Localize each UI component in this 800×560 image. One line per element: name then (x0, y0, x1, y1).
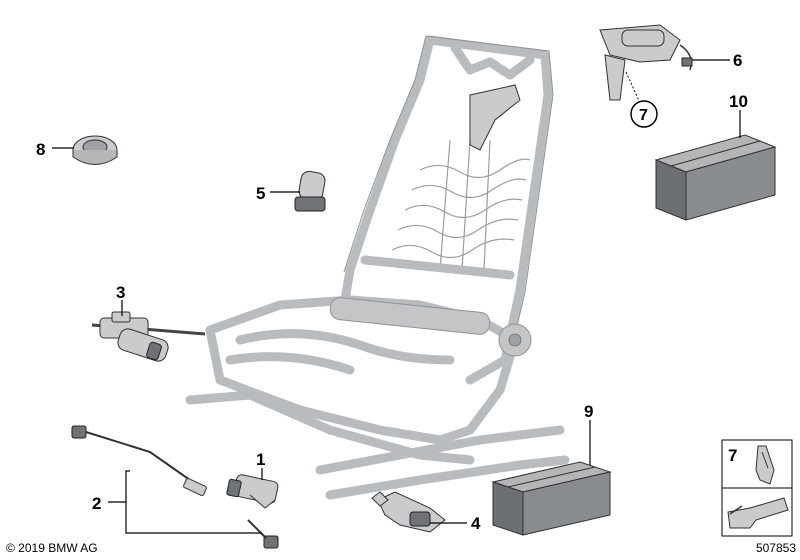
part-6-lumbar-unit (599, 24, 693, 101)
part-3-spindle-motor (91, 311, 206, 362)
callout-labels: 1 2 3 4 5 6 7 8 9 10 (36, 51, 748, 533)
callout-3: 3 (116, 283, 125, 302)
part-2-cable (71, 425, 279, 549)
callout-1: 1 (256, 450, 265, 469)
callout-4: 4 (471, 514, 481, 533)
part-8-cover-cap (72, 135, 118, 165)
part-5-small-motor (294, 170, 326, 212)
callout-5: 5 (256, 184, 265, 203)
diagram-number: 507853 (755, 541, 796, 555)
callout-10: 10 (729, 92, 748, 111)
legend-box: 7 (721, 439, 793, 537)
backrest-wire-mesh (391, 139, 531, 271)
seat-frame-illustration (185, 35, 570, 500)
copyright-notice: © 2019 BMW AG (6, 541, 98, 555)
part-10-box (654, 134, 777, 221)
callout-7-circle (630, 100, 658, 128)
callout-8: 8 (36, 140, 45, 159)
part-4-bracket-motor (371, 491, 446, 533)
seat-rails (185, 390, 570, 500)
part-1-motor (226, 474, 279, 509)
callout-7: 7 (639, 107, 648, 124)
part-9-box (491, 461, 612, 536)
leader-lines (52, 59, 741, 534)
callout-2: 2 (92, 494, 101, 513)
arrow-icon (727, 497, 789, 529)
callout-6: 6 (733, 51, 742, 70)
legend-callout-7: 7 (728, 446, 737, 465)
clip-icon (755, 445, 775, 485)
callout-9: 9 (584, 402, 593, 421)
